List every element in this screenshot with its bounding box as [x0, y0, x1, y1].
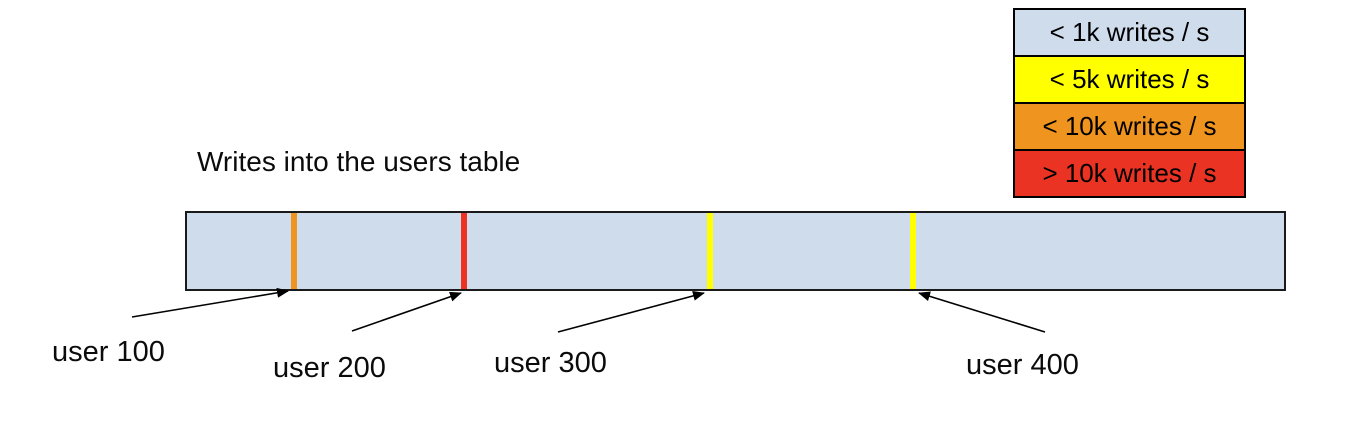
arrow-user-400-icon — [918, 291, 1046, 333]
stripe-user-300 — [707, 213, 713, 289]
label-user-200: user 200 — [273, 352, 386, 384]
legend-item-label: > 10k writes / s — [1042, 158, 1217, 188]
stripe-user-200 — [461, 213, 467, 289]
legend-item-label: < 1k writes / s — [1049, 17, 1210, 47]
legend-item-lt-10k: < 10k writes / s — [1015, 104, 1244, 151]
arrow-user-100-icon — [131, 287, 289, 318]
label-user-300: user 300 — [494, 347, 607, 379]
legend-item-gt-10k: > 10k writes / s — [1015, 151, 1244, 196]
users-table-keyspace-bar — [185, 211, 1286, 291]
legend-item-lt-5k: < 5k writes / s — [1015, 57, 1244, 104]
stripe-user-100 — [291, 213, 297, 289]
label-user-100: user 100 — [52, 336, 165, 368]
legend-item-lt-1k: < 1k writes / s — [1015, 10, 1244, 57]
legend-item-label: < 5k writes / s — [1049, 64, 1210, 94]
arrow-user-300-icon — [557, 291, 705, 333]
label-user-400: user 400 — [966, 349, 1079, 381]
legend: < 1k writes / s < 5k writes / s < 10k wr… — [1013, 8, 1246, 198]
diagram-title: Writes into the users table — [197, 146, 521, 177]
arrow-user-200-icon — [351, 291, 462, 332]
stripe-user-400 — [910, 213, 916, 289]
legend-item-label: < 10k writes / s — [1042, 111, 1217, 141]
